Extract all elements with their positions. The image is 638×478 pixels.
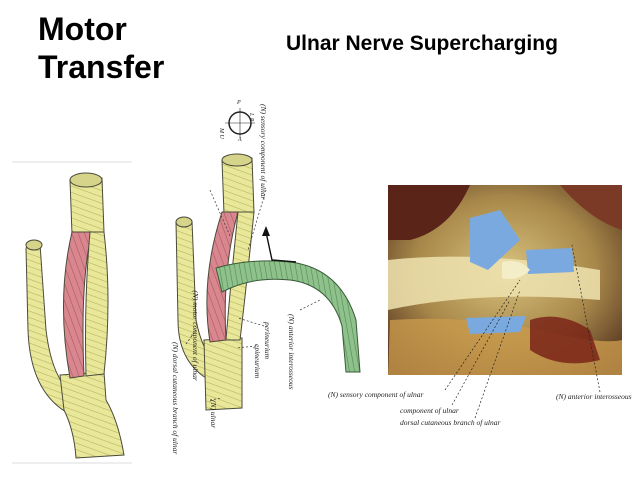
photo-label-sensory: (N) sensory component of ulnar [328,390,424,399]
photo-label-dorsal: dorsal cutaneous branch of ulnar [400,418,501,427]
orientation-compass [225,108,255,138]
label-perineurium: perineurium [263,322,272,360]
middle-nerve-diagram [175,108,361,411]
label-anterior-interosseous: (N) anterior interosseous [287,314,296,390]
page-subtitle: Ulnar Nerve Supercharging [286,32,558,55]
label-ulnar: (N) ulnar [209,400,218,429]
photo-label-motor: component of ulnar [400,406,459,415]
label-dorsal-cutaneous: (N) dorsal cutaneous branch of ulnar [171,342,180,455]
surgical-photo [388,185,622,419]
label-sensory-component: (N) sensory component of ulnar [259,104,268,200]
title-line-1: Motor [38,11,127,47]
compass-left: M U [218,128,224,139]
label-motor-component: (N) motor component of ulnar [191,290,200,381]
title-line-2: Transfer [38,49,165,85]
left-nerve-diagram [12,161,132,464]
photo-label-anterior: (N) anterior interosseous [556,392,632,401]
compass-right: L R [248,113,254,122]
compass-top: P [237,100,241,106]
label-epineurium: epineurium [253,344,262,379]
page-title: Motor Transfer [38,10,164,86]
compass-bottom: A [238,137,242,143]
